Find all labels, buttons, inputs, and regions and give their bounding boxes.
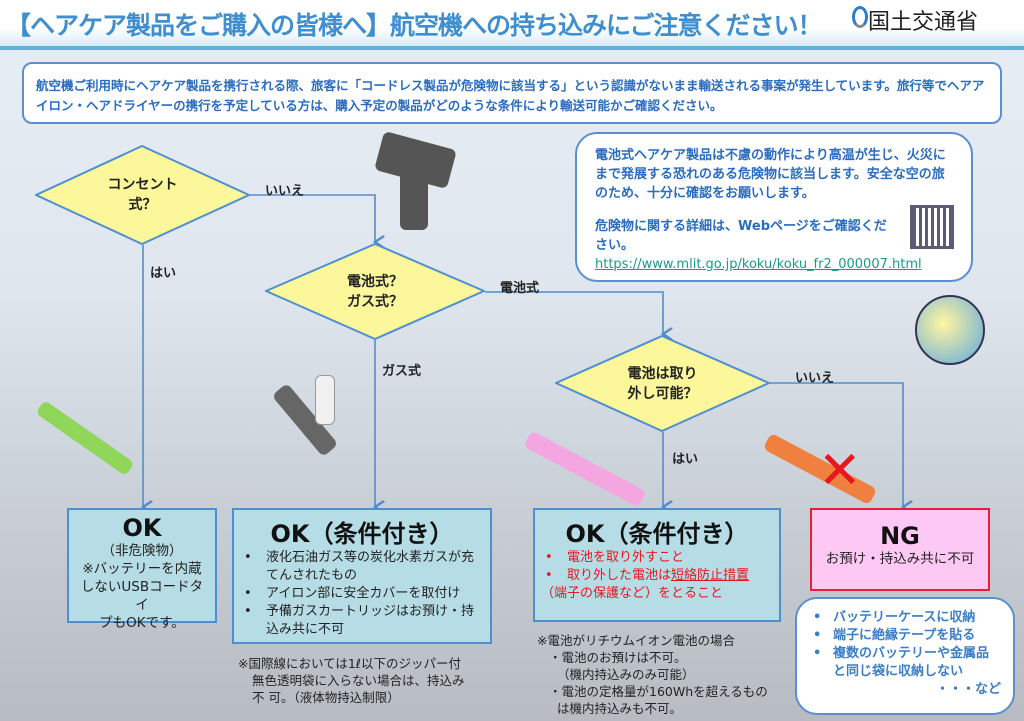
label-no-1: いいえ xyxy=(265,184,305,199)
mascot-icon xyxy=(915,295,985,365)
battery-note-line: （機内持込みのみ可能） xyxy=(557,667,695,682)
gas-cartridge-image xyxy=(315,375,335,425)
label-gas: ガス式 xyxy=(382,364,422,379)
condition-item: 予備ガスカートリッジはお預け・持込み共に不可 xyxy=(240,603,484,639)
result-ok: OK （非危険物） ※バッテリーを内蔵 しないUSBコードタイ プもOKです。 xyxy=(67,508,217,631)
hair-dryer-handle-image xyxy=(400,170,428,230)
tip-item: 複数のバッテリーや金属品と同じ袋に収納しない xyxy=(809,645,1001,681)
condition-item: アイロン部に安全カバーを取付け xyxy=(240,585,484,603)
question-removable-label-2: 外し可能？ xyxy=(627,385,698,402)
tips-etc: ・・・など xyxy=(935,682,1001,697)
question-removable-label-1: 電池は取り xyxy=(627,365,698,382)
question-removable: 電池は取り外し可能？ xyxy=(555,335,770,432)
result-ok-title: OK xyxy=(122,514,162,542)
condition-text: （端子の保護など）をとること xyxy=(541,586,724,601)
result-ok-line: ※バッテリーを内蔵 xyxy=(82,561,202,577)
info-link[interactable]: https://www.mlit.go.jp/koku/koku_fr2_000… xyxy=(595,257,922,272)
condition-text: 取り外した電池は xyxy=(567,568,672,583)
label-battery: 電池式 xyxy=(500,281,540,296)
battery-note-line: ※電池がリチウムイオン電池の場合 xyxy=(537,633,735,648)
result-ok-line: しないUSBコードタイ xyxy=(80,579,204,613)
condition-emphasis: 短絡防止措置 xyxy=(671,568,750,583)
question-outlet-label: コンセント式？ xyxy=(107,177,178,213)
result-ok-line: プもOKです。 xyxy=(99,615,185,631)
mlit-logo-icon xyxy=(852,6,868,28)
question-battery-label: 電池式？ xyxy=(347,273,403,290)
question-battery-gas: 電池式？ ガス式？ xyxy=(265,243,485,340)
condition-item: 液化石油ガス等の炭化水素ガスが充てんされたもの xyxy=(240,549,484,585)
battery-note-line: ・電池のお預けは不可。 xyxy=(549,650,687,665)
page-title: 【ヘアケア製品をご購入の皆様へ】航空機への持ち込みにご注意ください！ xyxy=(6,11,823,40)
result-ok-battery: OK（条件付き） 電池を取り外すこと 取り外した電池は短絡防止措置 （端子の保護な… xyxy=(533,508,781,622)
ministry-logo: 国土交通省 xyxy=(868,10,979,35)
question-gas-label: ガス式？ xyxy=(347,293,403,310)
intro-box: 航空機ご利用時にヘアケア製品を携行される際、旅客に「コードレス製品が危険物に該当… xyxy=(22,62,1002,124)
gas-note: ※国際線においては1ℓ以下のジッパー付 無色透明袋に入らない場合は、持込み 不 … xyxy=(238,655,465,706)
result-ng-text: お預け・持込み共に不可 xyxy=(825,551,975,567)
gas-note-line: 不 可。（液体物持込制限） xyxy=(252,690,400,705)
battery-note: ※電池がリチウムイオン電池の場合 ・電池のお預けは不可。 （機内持込みのみ可能）… xyxy=(537,632,768,717)
result-ok-gas-title: OK（条件付き） xyxy=(270,520,454,548)
result-ok-battery-title: OK（条件付き） xyxy=(565,520,749,548)
info-bubble: 電池式ヘアケア製品は不慮の動作により高温が生じ、火災にまで発展する恐れのある危険… xyxy=(575,132,973,282)
tip-item: バッテリーケースに収納 xyxy=(809,609,1001,627)
tips-bubble: バッテリーケースに収納 端子に絶縁テープを貼る 複数のバッテリーや金属品と同じ袋… xyxy=(795,597,1015,715)
cross-mark-icon: ✕ xyxy=(818,441,862,501)
result-ok-gas: OK（条件付き） 液化石油ガス等の炭化水素ガスが充てんされたもの アイロン部に安… xyxy=(232,508,492,644)
result-ng: NG お預け・持込み共に不可 xyxy=(810,508,990,591)
label-yes-1: はい xyxy=(150,266,177,281)
condition-item: 電池を取り外すこと xyxy=(541,549,773,567)
label-no-3: いいえ xyxy=(795,371,835,386)
info-web-text: 危険物に関する詳細は、Webページをご確認ください。 xyxy=(595,219,887,253)
info-text: 電池式ヘアケア製品は不慮の動作により高温が生じ、火災にまで発展する恐れのある危険… xyxy=(595,148,946,201)
result-ng-title: NG xyxy=(880,522,920,550)
gas-note-line: 無色透明袋に入らない場合は、持込み xyxy=(252,673,465,688)
condition-item: 取り外した電池は短絡防止措置 （端子の保護など）をとること xyxy=(541,567,773,603)
gas-note-line: ※国際線においては1ℓ以下のジッパー付 xyxy=(238,656,461,671)
qr-code-icon xyxy=(910,205,954,249)
battery-note-line: ・電池の定格量が160Whを超えるもの xyxy=(549,684,768,699)
question-outlet: コンセント式？ xyxy=(35,145,250,245)
result-ok-line: （非危険物） xyxy=(101,543,183,559)
label-yes-3: はい xyxy=(672,452,699,467)
battery-note-line: は機内持込みも不可。 xyxy=(557,701,683,716)
tip-item: 端子に絶縁テープを貼る xyxy=(809,627,1001,645)
